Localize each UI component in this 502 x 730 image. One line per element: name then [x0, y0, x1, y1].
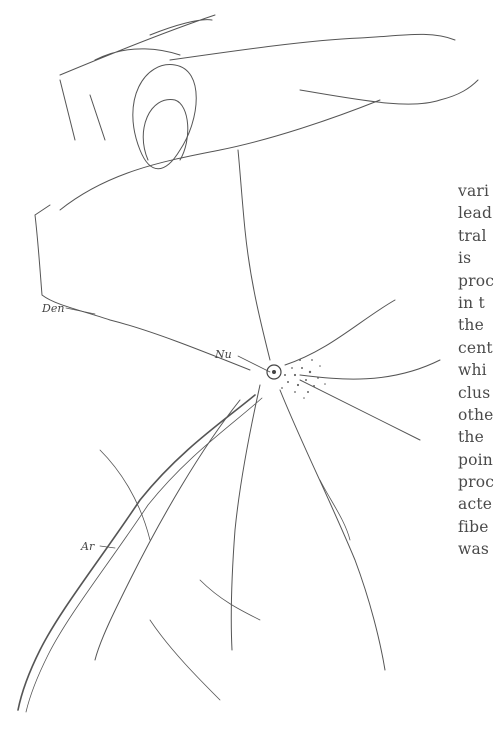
text-line: proc: [458, 270, 502, 292]
den-leader-line: [66, 308, 95, 314]
label-nu: Nu: [215, 348, 232, 361]
text-line: cent: [458, 337, 502, 359]
text-line: fibe: [458, 516, 502, 538]
dendrite-right: [285, 300, 440, 440]
text-line: in t: [458, 292, 502, 314]
text-line: othe: [458, 404, 502, 426]
text-line: vari: [458, 180, 502, 202]
text-line: is: [458, 247, 502, 269]
nucleolus: [272, 370, 276, 374]
text-line: clus: [458, 382, 502, 404]
dendrite-upper: [60, 15, 215, 75]
text-line: whi: [458, 359, 502, 381]
dendrite-arc: [60, 100, 380, 210]
dendrite-right-upper: [300, 80, 478, 104]
dendrite-center-up: [238, 150, 270, 360]
text-line: tral: [458, 225, 502, 247]
dendrite-lower: [231, 385, 385, 670]
dendrite-top-long: [170, 34, 455, 60]
text-line: the: [458, 426, 502, 448]
dendrite-left: [35, 205, 250, 370]
nu-leader-line: [238, 356, 270, 372]
axon-inner: [26, 398, 262, 712]
body-text-column: vari lead tral is proc in t the cent whi…: [458, 180, 502, 561]
text-line: lead: [458, 202, 502, 224]
text-line: proc: [458, 471, 502, 493]
dendrite-loop-2: [143, 100, 188, 160]
label-ar: Ar: [81, 540, 94, 553]
text-line: poin: [458, 449, 502, 471]
dendrite-top-left: [60, 80, 105, 140]
cell-body: [281, 359, 326, 399]
label-den: Den: [42, 302, 64, 315]
text-line: the: [458, 314, 502, 336]
text-line: was: [458, 538, 502, 560]
axon: [18, 395, 255, 710]
dendrite-lower-left: [95, 400, 240, 660]
dendrite-misc: [100, 450, 350, 700]
text-line: acte: [458, 493, 502, 515]
